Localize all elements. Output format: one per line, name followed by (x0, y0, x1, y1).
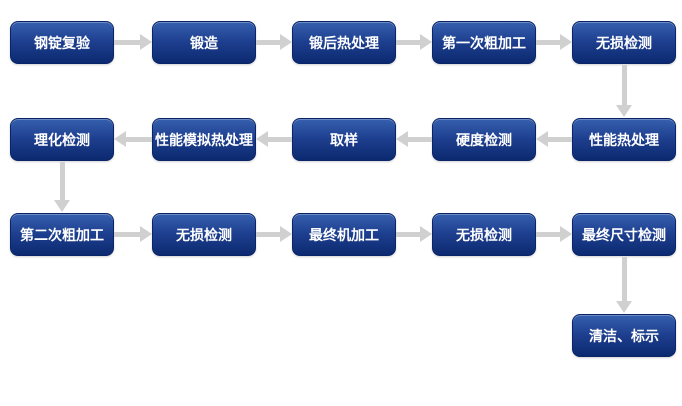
flow-node-ingot-reinspection: 钢锭复验 (10, 21, 114, 64)
arrow-left-icon (256, 131, 292, 147)
arrow-left-icon (536, 131, 572, 147)
flow-node-final-dimension-inspection: 最终尺寸检测 (572, 213, 676, 256)
arrow-left-icon (396, 131, 432, 147)
flow-node-ndt-1: 无损检测 (572, 21, 676, 64)
flow-node-first-rough-machining: 第一次粗加工 (432, 21, 536, 64)
flow-node-second-rough-machining: 第二次粗加工 (10, 213, 114, 256)
flow-node-ndt-3: 无损检测 (432, 213, 536, 256)
arrow-down-icon (616, 65, 632, 117)
flow-node-forging: 锻造 (152, 21, 256, 64)
flow-node-hardness-test: 硬度检测 (432, 118, 536, 161)
flow-node-performance-heat-treatment: 性能热处理 (572, 118, 676, 161)
flow-node-ndt-2: 无损检测 (152, 213, 256, 256)
arrow-right-icon (114, 226, 152, 242)
arrow-left-icon (114, 131, 152, 147)
arrow-right-icon (536, 226, 572, 242)
arrow-right-icon (536, 34, 572, 50)
flow-node-post-forge-heat-treatment: 锻后热处理 (292, 21, 396, 64)
flow-node-cleaning-marking: 清洁、标示 (572, 314, 676, 357)
flow-node-final-machining: 最终机加工 (292, 213, 396, 256)
arrow-right-icon (256, 34, 292, 50)
arrow-right-icon (256, 226, 292, 242)
flow-node-sampling: 取样 (292, 118, 396, 161)
arrow-right-icon (114, 34, 152, 50)
arrow-down-icon (54, 162, 70, 212)
flow-node-performance-simulation-heat-treatment: 性能模拟热处理 (152, 118, 256, 161)
arrow-right-icon (396, 226, 432, 242)
arrow-down-icon (616, 257, 632, 313)
arrow-right-icon (396, 34, 432, 50)
flow-node-physicochemical-test: 理化检测 (10, 118, 114, 161)
